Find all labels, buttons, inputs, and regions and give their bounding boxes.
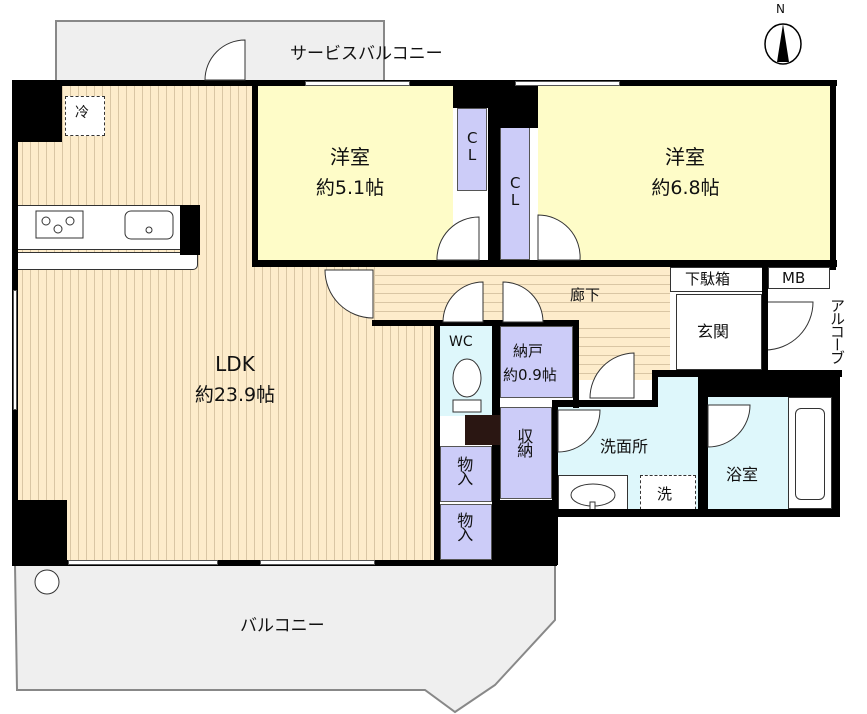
wall-bath-top xyxy=(698,377,838,397)
wall-se-block xyxy=(500,500,557,565)
closet-1 xyxy=(457,108,487,191)
closet-1-label: CL xyxy=(467,129,478,164)
wall-right-top xyxy=(830,80,836,270)
corridor-label: 廊下 xyxy=(570,286,601,304)
wall-bath-left xyxy=(698,377,708,517)
compass-icon xyxy=(764,23,802,65)
wall-bath-right xyxy=(832,377,840,517)
closet-2 xyxy=(500,127,530,260)
ldk-size: 約23.9帖 xyxy=(194,384,276,406)
wc-label: WC xyxy=(449,334,473,350)
kitchen-sink-icon xyxy=(124,210,174,240)
bathroom-door[interactable] xyxy=(707,404,753,450)
ldk-door[interactable] xyxy=(324,269,375,320)
washroom-upper xyxy=(658,377,698,409)
storage xyxy=(500,407,552,499)
toilet-icon xyxy=(452,358,482,413)
ldk-name: LDK xyxy=(215,352,255,376)
washer-label: 洗 xyxy=(657,485,673,503)
wall-closets xyxy=(488,108,500,265)
compass: N xyxy=(760,2,806,68)
bedroom-2-door[interactable] xyxy=(537,214,581,262)
wall-storeroom-right xyxy=(573,320,579,408)
storeroom-name: 納戸 xyxy=(513,342,544,360)
bathtub-inner xyxy=(795,408,825,500)
western-room-2 xyxy=(538,86,830,262)
western-room-1-name: 洋室 xyxy=(330,145,370,169)
window-ldk-west xyxy=(13,290,17,410)
fridge-label: 冷 xyxy=(75,105,89,121)
wall-wet-left xyxy=(552,400,558,565)
bedroom-1-door[interactable] xyxy=(436,215,480,262)
meter-box xyxy=(768,267,830,289)
entrance-label: 玄関 xyxy=(697,322,730,341)
washer-space xyxy=(640,475,696,515)
wall-notch xyxy=(652,370,658,407)
wall-corner-nw xyxy=(12,80,62,142)
alcove-label: アルコーブ xyxy=(828,298,846,363)
wall-ldk-right xyxy=(434,320,440,565)
ldk-floor xyxy=(15,85,255,560)
washroom-label: 洗面所 xyxy=(600,437,649,456)
stove-icon xyxy=(35,210,84,239)
wall-entrance-right xyxy=(762,267,768,377)
closet-2-label: CL xyxy=(510,174,521,209)
entrance xyxy=(676,294,762,370)
window-bedroom-2 xyxy=(515,81,620,86)
meter-box-label: MB xyxy=(782,269,806,287)
storage-closet-2 xyxy=(440,504,492,560)
storage-closet-1-label: 物入 xyxy=(454,456,474,484)
wall-wet-bottom xyxy=(552,509,840,517)
western-room-2-size: 約6.8帖 xyxy=(651,177,720,199)
kitchen-wall xyxy=(180,205,200,255)
window-bedroom-1 xyxy=(305,81,410,86)
western-room-1-size: 約5.1帖 xyxy=(315,177,385,199)
western-room-1 xyxy=(258,86,453,262)
wall-bedroom1-left xyxy=(252,80,258,267)
window-ldk-south-1 xyxy=(68,560,218,565)
storeroom-door[interactable] xyxy=(502,281,544,324)
service-balcony-door[interactable] xyxy=(204,39,247,86)
western-room-2-name: 洋室 xyxy=(665,145,705,169)
shoe-box xyxy=(670,267,763,292)
storeroom-size: 約0.9帖 xyxy=(503,366,557,384)
shoe-box-label: 下駄箱 xyxy=(685,270,731,288)
storage-door[interactable] xyxy=(557,409,603,455)
window-ldk-south-2 xyxy=(260,560,375,565)
storeroom xyxy=(500,326,573,398)
wall-bedrooms-bottom xyxy=(252,260,837,267)
bathroom-label: 浴室 xyxy=(726,465,759,484)
wall-top xyxy=(12,80,837,86)
wall-notch-top xyxy=(652,370,842,377)
main-balcony-label: バルコニー xyxy=(240,616,325,636)
entrance-door[interactable] xyxy=(764,301,815,352)
washbasin-icon xyxy=(570,483,616,511)
fridge-space xyxy=(65,96,105,136)
wall-wc-pillar xyxy=(465,415,500,445)
wall-closet2-top xyxy=(500,108,538,128)
storage-closet-2-label: 物入 xyxy=(454,512,474,540)
wall-wet-top xyxy=(552,400,658,407)
wall-corner-sw xyxy=(12,500,67,565)
wall-corridor-bottom xyxy=(372,320,577,326)
compass-north-label: N xyxy=(776,2,785,16)
storage-closet-1 xyxy=(440,446,492,502)
storage-label: 収納 xyxy=(514,428,534,456)
service-balcony-label: サービスバルコニー xyxy=(290,44,443,64)
washroom-door[interactable] xyxy=(589,352,635,400)
wc-door[interactable] xyxy=(442,281,484,324)
